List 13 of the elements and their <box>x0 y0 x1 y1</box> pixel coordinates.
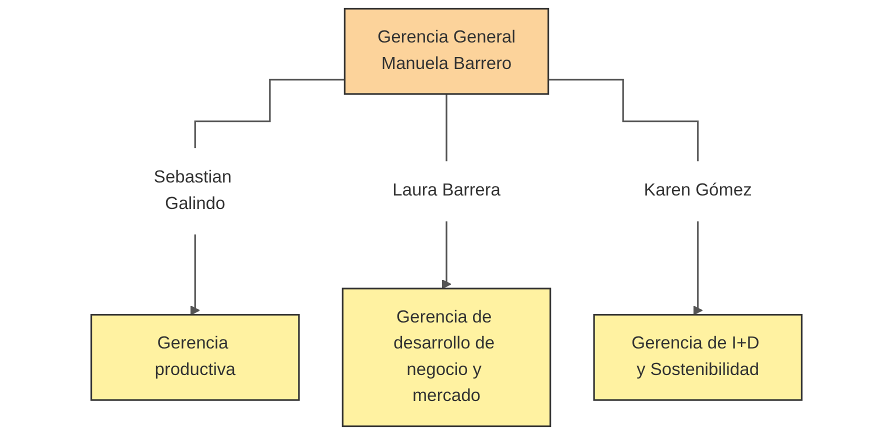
node-box: Gerencia de desarrollo de negocio y mercado <box>342 288 552 428</box>
node-box: Gerencia de I+D y Sostenibilidad <box>593 314 803 401</box>
connector <box>548 78 699 163</box>
node-box: Gerencia productiva <box>90 314 300 401</box>
arrow <box>442 220 452 289</box>
arrow <box>190 233 200 316</box>
arrow <box>693 220 703 316</box>
connector <box>446 93 448 163</box>
node-text: Karen Gómez <box>644 181 752 200</box>
node-text: Laura Barrera <box>392 181 500 200</box>
node-box: Gerencia General Manuela Barrero <box>344 8 550 95</box>
node-text: Sebastian Galindo <box>154 168 232 214</box>
connector <box>194 78 345 150</box>
